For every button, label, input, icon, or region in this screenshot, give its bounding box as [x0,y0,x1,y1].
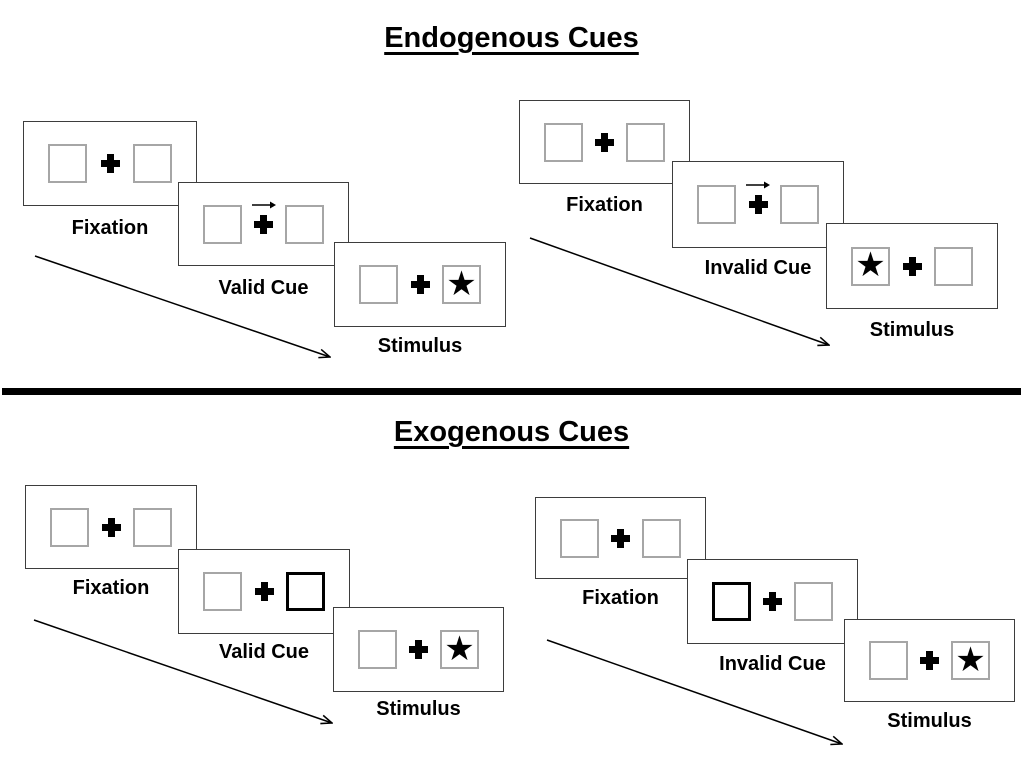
endogenous-section-title: Endogenous Cues [384,22,639,54]
fixation-cross-icon [920,651,939,670]
left-placeholder-box [359,265,398,304]
cue-screen [687,559,858,644]
stimulus-label: Stimulus [377,335,463,357]
cue-label: Valid Cue [218,277,309,299]
fixation-cross-icon [251,201,276,234]
cue-label: Valid Cue [218,641,310,663]
left-placeholder-box [48,144,87,183]
right-placeholder-box [934,246,973,286]
fixation-label: Fixation [566,194,643,216]
fixation-screen [519,100,690,184]
right-target-box: ★ [442,265,481,304]
left-placeholder-box [869,641,908,680]
right-placeholder-box [780,185,819,224]
exogenous-section-title: Exogenous Cues [393,416,630,448]
stimulus-label: Stimulus [887,710,972,732]
right-highlighted-cue-box [286,572,325,611]
stimulus-label: Stimulus [376,698,461,720]
star-icon: ★ [855,246,886,284]
fixation-cross-icon [611,528,630,548]
cue-arrow-right-icon [746,181,770,189]
stimulus-screen: ★ [333,607,504,692]
cue-screen [672,161,844,248]
stimulus-screen: ★ [844,619,1015,702]
left-placeholder-box [697,185,736,224]
fixation-screen [25,485,197,569]
fixation-cross-icon [763,592,782,611]
fixation-cross-icon [595,132,614,152]
fixation-cross-icon [254,582,274,601]
left-placeholder-box [358,630,397,669]
left-placeholder-box [203,572,242,611]
left-placeholder-box [544,122,583,162]
right-placeholder-box [626,122,665,162]
left-placeholder-box [203,204,242,244]
fixation-label: Fixation [72,577,150,599]
cue-arrow-right-icon [251,201,276,208]
fixation-cross-icon [100,154,120,173]
timeline-arrow-exogenous-invalid [546,639,842,744]
left-target-box: ★ [851,246,890,286]
timeline-arrow-endogenous-invalid [529,237,829,345]
cue-screen [178,182,349,266]
right-placeholder-box [794,582,833,621]
fixation-label: Fixation [582,587,659,609]
timeline-arrow-exogenous-valid [33,619,332,723]
fixation-screen [535,497,706,579]
fixation-screen [23,121,197,206]
fixation-cross-icon [410,275,430,294]
stimulus-screen: ★ [826,223,998,309]
star-icon: ★ [444,629,475,668]
star-icon: ★ [955,640,986,679]
right-placeholder-box [133,507,172,547]
left-highlighted-cue-box [712,582,751,621]
right-placeholder-box [642,518,681,558]
fixation-cross-icon [746,181,770,214]
cue-label: Invalid Cue [704,257,812,279]
fixation-cross-icon [902,256,922,276]
section-divider [2,388,1021,395]
right-target-box: ★ [951,641,990,680]
fixation-label: Fixation [71,217,149,239]
left-placeholder-box [50,507,89,547]
left-placeholder-box [560,518,599,558]
stimulus-label: Stimulus [869,319,955,341]
right-placeholder-box [285,204,324,244]
right-placeholder-box [133,144,172,183]
timeline-arrow-endogenous-valid [34,255,330,357]
fixation-cross-icon [409,640,428,659]
fixation-cross-icon [101,517,121,537]
right-target-box: ★ [440,630,479,669]
star-icon: ★ [446,264,477,303]
cue-label: Invalid Cue [719,653,826,675]
stimulus-screen: ★ [334,242,506,327]
cue-screen [178,549,350,634]
